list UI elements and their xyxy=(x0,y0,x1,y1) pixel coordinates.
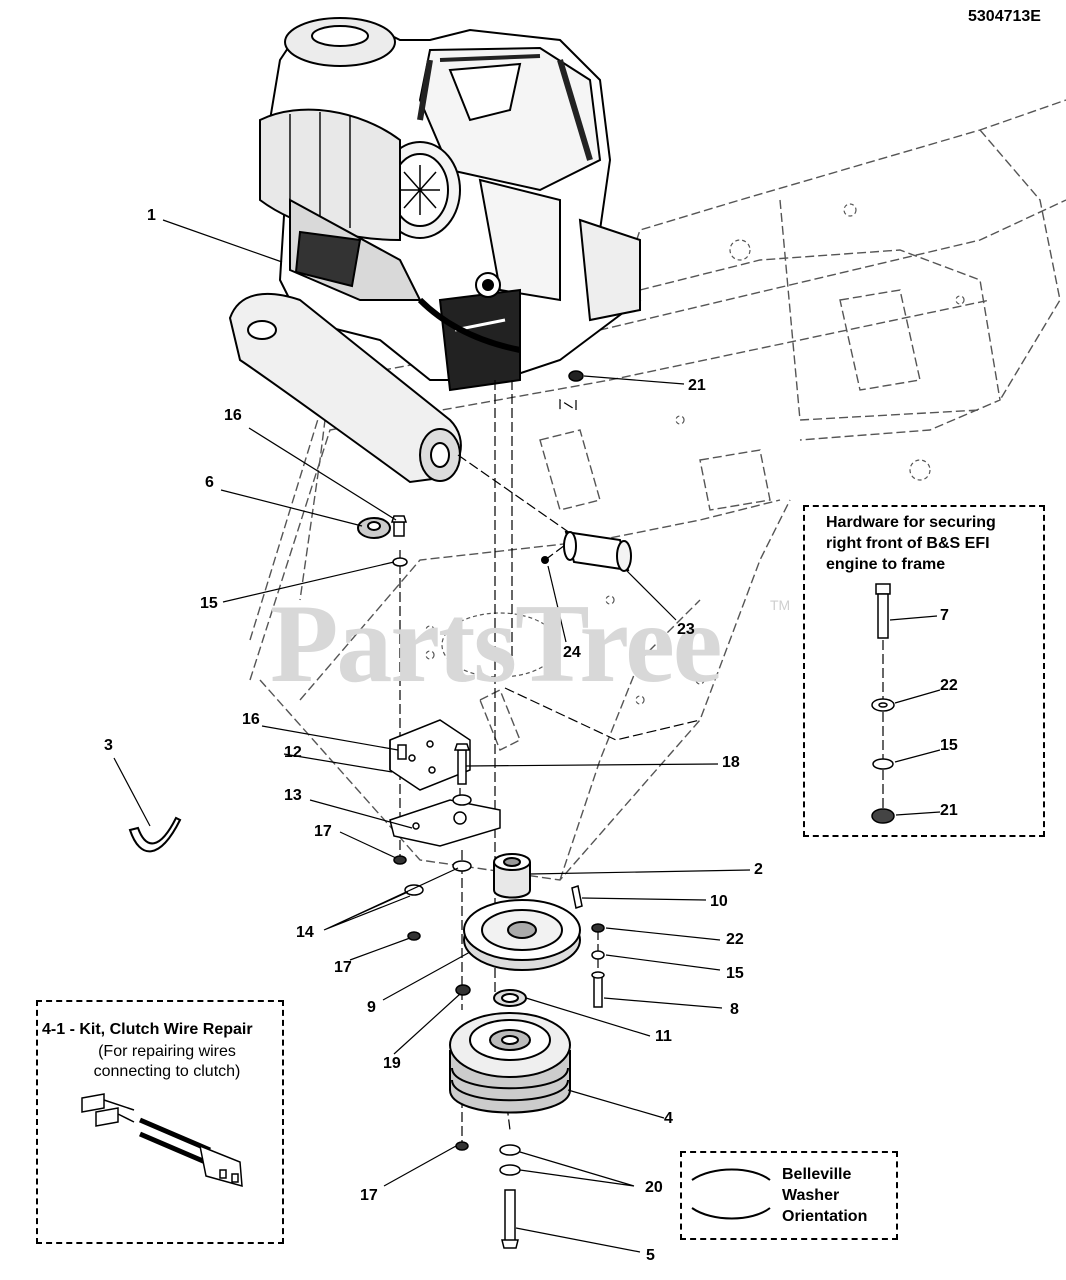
callout-label: 2 xyxy=(754,861,763,878)
part-15-washer-box xyxy=(872,758,894,770)
hardware-callout-box xyxy=(803,505,1045,837)
partstree-watermark: PartsTree xyxy=(270,582,723,706)
callout-label: 23 xyxy=(677,621,695,638)
part-10-key xyxy=(571,885,583,909)
part-19-nut xyxy=(455,984,471,996)
document-id: 5304713E xyxy=(968,8,1041,25)
part-16-screw-mid xyxy=(397,744,407,760)
callout-label: 17 xyxy=(334,959,352,976)
callout-label: 19 xyxy=(383,1055,401,1072)
callout-label: 5 xyxy=(646,1247,655,1264)
callout-label: 15 xyxy=(940,737,958,754)
callout-label: 17 xyxy=(360,1187,378,1204)
callout-label: 11 xyxy=(655,1028,672,1045)
callout-label: 8 xyxy=(730,1001,739,1018)
callout-label: 21 xyxy=(688,377,706,394)
part-17-nut-b xyxy=(407,931,421,941)
callout-label: 4 xyxy=(664,1110,673,1127)
kit-box-subtitle: (For repairing wires connecting to clutc… xyxy=(62,1042,272,1082)
part-21-nut-box xyxy=(871,808,895,824)
part-17-nut-a xyxy=(393,855,407,865)
callout-label: 18 xyxy=(722,754,740,771)
belleville-title-line-3: Orientation xyxy=(782,1208,868,1225)
callout-label: 22 xyxy=(726,931,744,948)
assembly-lines xyxy=(399,380,884,1150)
part-20-belleville-washers xyxy=(499,1144,521,1176)
callout-label: 21 xyxy=(940,802,958,819)
callout-label: 13 xyxy=(284,787,302,804)
part-23-cover xyxy=(563,530,632,572)
part-9-pulley xyxy=(463,899,581,971)
callout-label: 16 xyxy=(242,711,260,728)
belleville-box-title: Belleville Washer Orientation xyxy=(782,1164,882,1227)
part-15-washer-mid xyxy=(591,950,605,960)
kit-subtitle-line-2: connecting to clutch) xyxy=(93,1063,241,1080)
callout-label: 6 xyxy=(205,474,214,491)
belleville-title-line-2: Washer xyxy=(782,1187,840,1204)
part-4-clutch xyxy=(449,1012,571,1114)
kit-subtitle-line-1: (For repairing wires xyxy=(98,1043,236,1060)
part-5-bolt xyxy=(501,1189,519,1249)
callout-label: 10 xyxy=(710,893,728,910)
belleville-orientation-arcs xyxy=(691,1168,771,1220)
part-15-washer-top xyxy=(392,557,408,567)
hardware-title-line-1: Hardware for securing xyxy=(826,514,996,531)
kit-callout-box xyxy=(36,1000,284,1244)
part-6-grommet xyxy=(357,517,391,539)
callout-label: 14 xyxy=(296,924,314,941)
part-22-lockwasher-box xyxy=(871,698,895,712)
callout-leaders xyxy=(113,219,941,1253)
callout-label: 7 xyxy=(940,607,949,624)
trademark-symbol: TM xyxy=(770,597,791,613)
callout-label: 3 xyxy=(104,737,113,754)
callout-label: 22 xyxy=(940,677,958,694)
callout-label: 9 xyxy=(367,999,376,1016)
part-22-lockwasher xyxy=(591,923,605,933)
hardware-title-line-2: right front of B&S EFI xyxy=(826,535,990,552)
part-13-plate xyxy=(389,799,501,847)
callout-label: 24 xyxy=(563,644,581,661)
part-21-nut-top xyxy=(568,370,584,382)
callout-label: 15 xyxy=(726,965,744,982)
frame-holes xyxy=(425,203,965,705)
part-12-bracket xyxy=(389,719,471,791)
hardware-title-line-3: engine to frame xyxy=(826,556,946,573)
callout-label: 16 xyxy=(224,407,242,424)
part-17-nut-c xyxy=(455,1141,469,1151)
callout-label: 17 xyxy=(314,823,332,840)
callout-label: 12 xyxy=(284,744,302,761)
part-24-pin xyxy=(541,556,549,564)
kit-box-title: 4-1 - Kit, Clutch Wire Repair xyxy=(42,1021,253,1038)
callout-label: 15 xyxy=(200,595,218,612)
hardware-box-title: Hardware for securing right front of B&S… xyxy=(826,512,1036,575)
muffler xyxy=(228,292,462,484)
part-2-spacer xyxy=(493,853,531,899)
callout-label: 20 xyxy=(645,1179,663,1196)
callout-label: 1 xyxy=(147,207,156,224)
part-7-bolt xyxy=(875,583,891,639)
clutch-wire-repair-kit xyxy=(81,1093,243,1188)
part-18-bolt xyxy=(453,743,471,785)
engine xyxy=(259,17,642,392)
part-8-bolt xyxy=(591,971,605,1008)
part-3-wire-clip xyxy=(128,816,182,853)
part-11-ring xyxy=(493,989,527,1007)
belleville-title-line-1: Belleville xyxy=(782,1166,852,1183)
belleville-callout-box xyxy=(680,1151,898,1240)
